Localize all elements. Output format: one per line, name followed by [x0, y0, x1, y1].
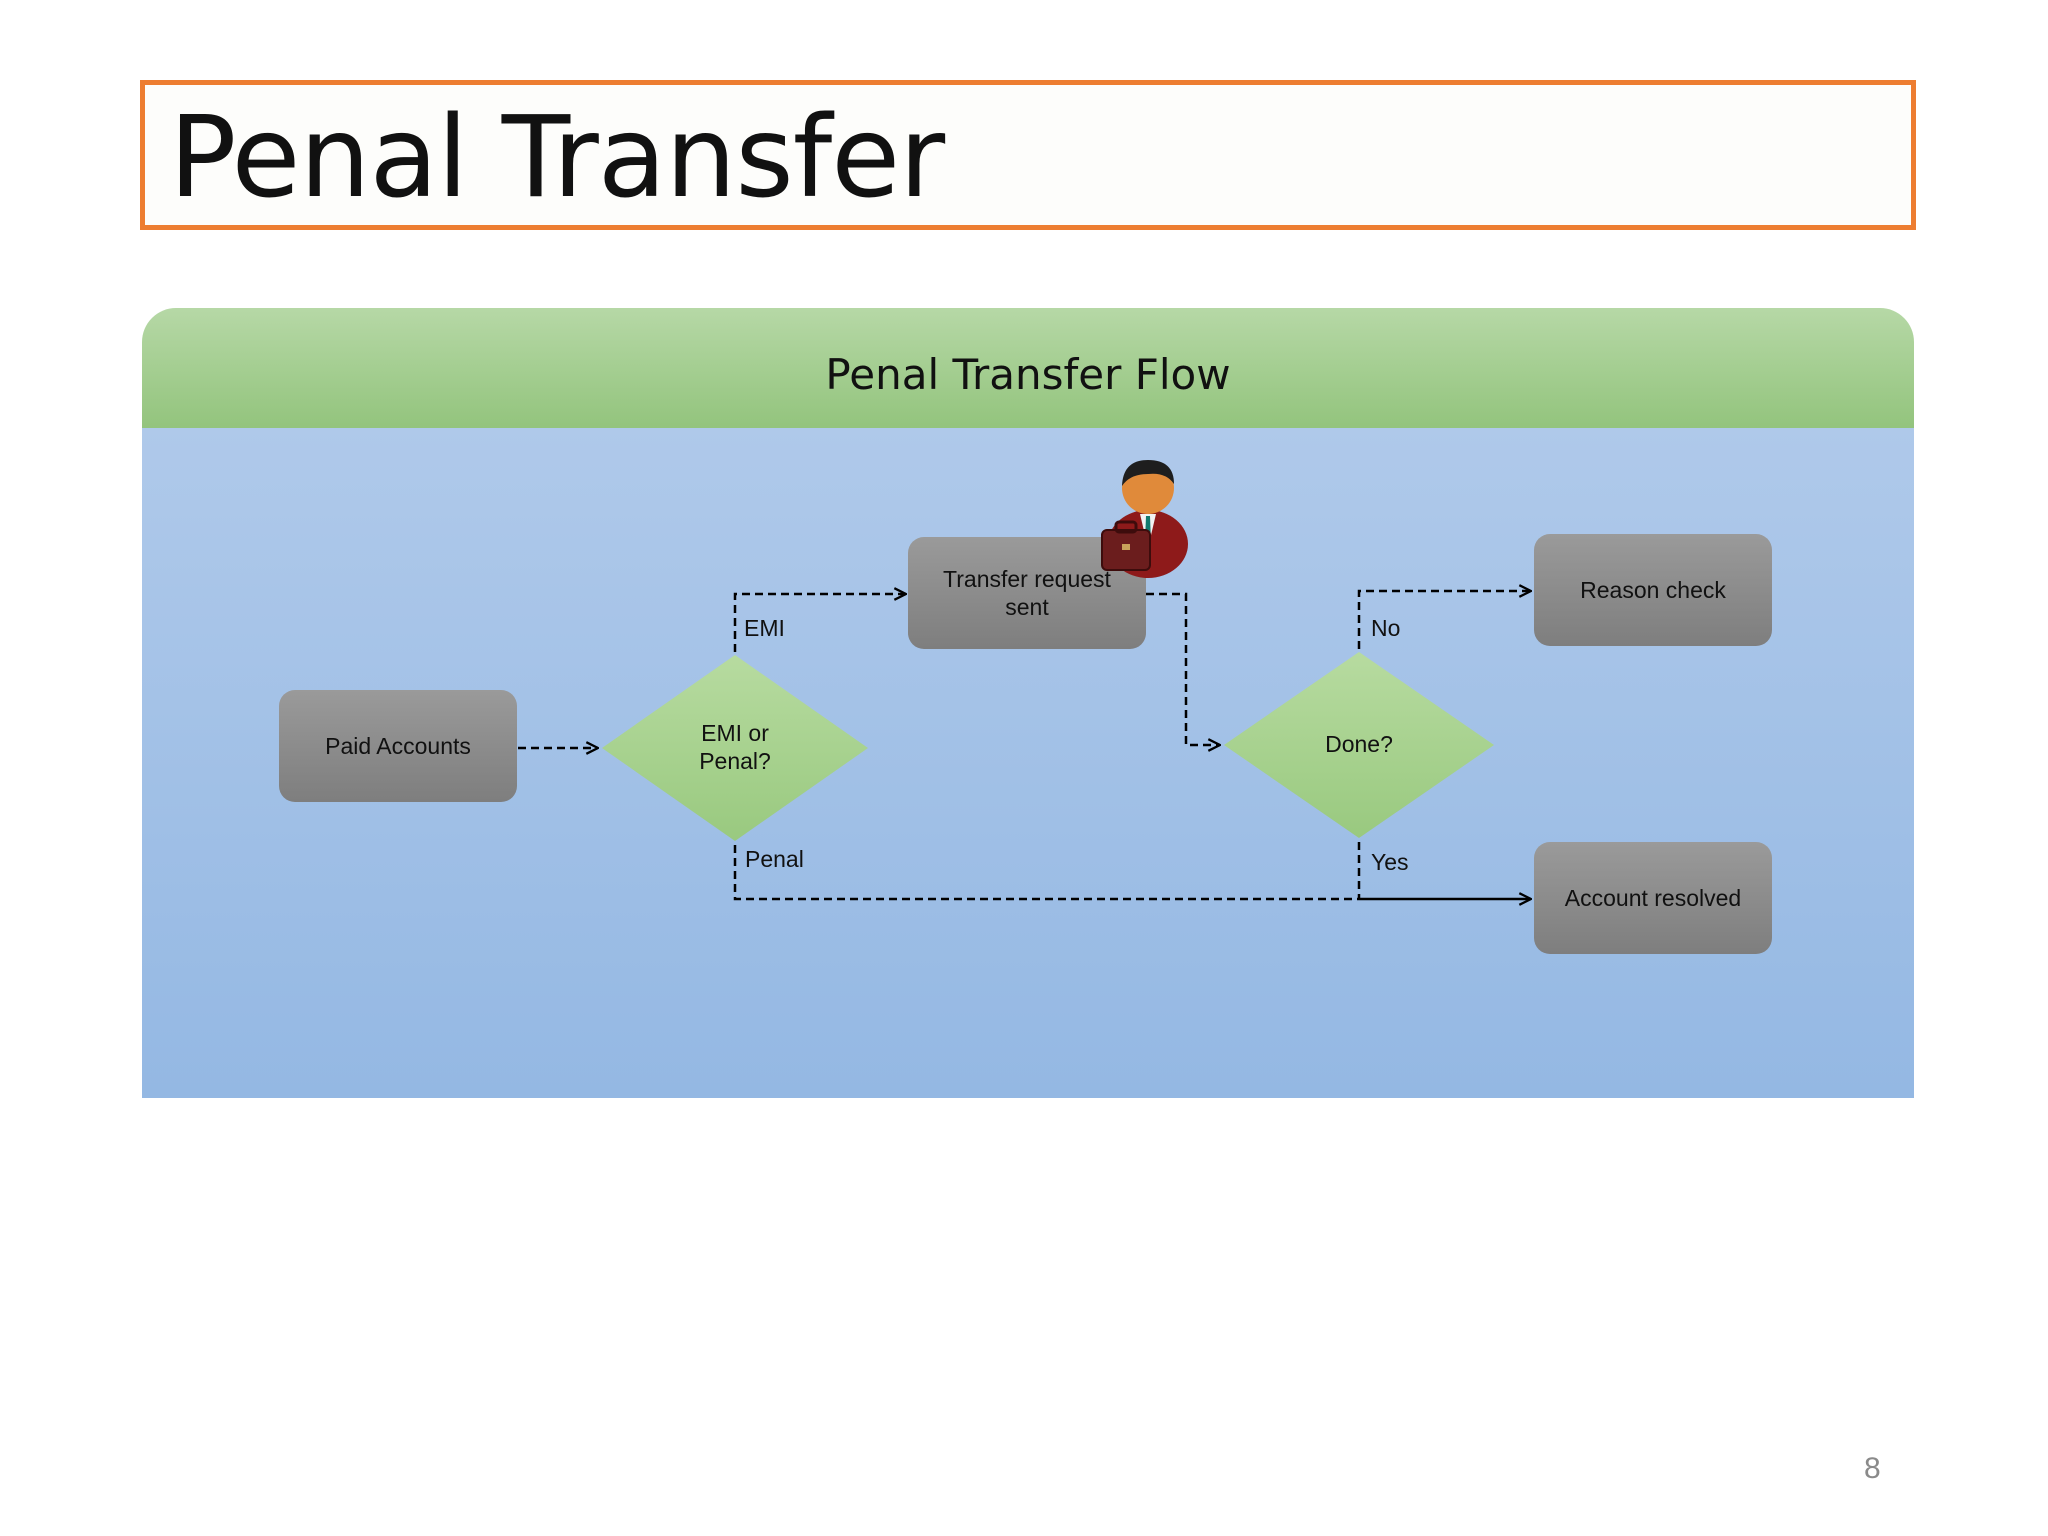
node-reason-check-label: Reason check [1580, 577, 1726, 603]
edge-label-penal: Penal [745, 846, 804, 872]
node-transfer-request: Transfer request sent [908, 537, 1146, 649]
page-number: 8 [1864, 1452, 1881, 1485]
edge-label-emi: EMI [744, 615, 785, 641]
edge-label-yes: Yes [1371, 849, 1409, 875]
edge-label-no: No [1371, 615, 1401, 641]
edge-no-to-reason [1357, 591, 1531, 649]
decision-emi-penal-label: EMI or Penal? [699, 720, 771, 774]
decision-emi-penal-shape [602, 655, 868, 841]
node-account-resolved: Account resolved [1534, 842, 1772, 954]
decision-done-shape [1224, 652, 1494, 838]
node-account-resolved-label: Account resolved [1564, 885, 1742, 911]
edge-penal-to-resolved [733, 845, 1359, 901]
flow-header-title: Penal Transfer Flow [825, 350, 1231, 399]
node-paid-accounts-label: Paid Accounts [325, 733, 471, 759]
businessman-icon [1101, 460, 1188, 578]
flow-header: Penal Transfer Flow [142, 308, 1914, 428]
node-paid-accounts: Paid Accounts [279, 690, 517, 802]
node-transfer-request-label: Transfer request sent [943, 566, 1111, 620]
slide-title: Penal Transfer [169, 93, 945, 223]
edge-transfer-to-done [1146, 592, 1220, 745]
node-reason-check: Reason check [1534, 534, 1772, 646]
edge-emi-to-transfer [733, 594, 906, 652]
decision-done-label: Done? [1325, 731, 1393, 757]
slide-title-box: Penal Transfer [140, 80, 1916, 230]
